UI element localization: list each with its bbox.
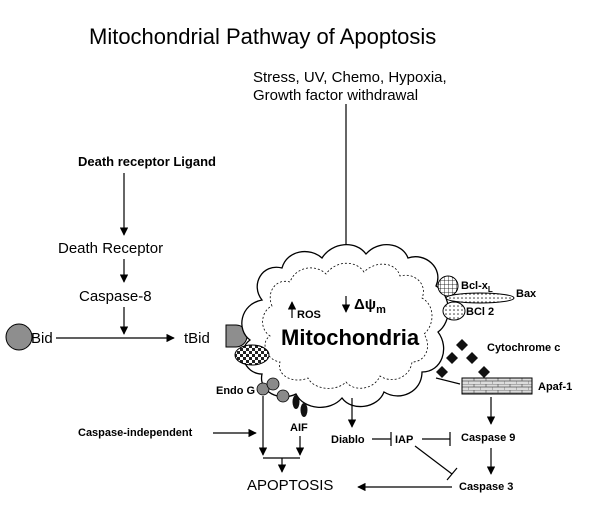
apoptosis-label: APOPTOSIS xyxy=(247,477,333,494)
diagram-title: Mitochondrial Pathway of Apoptosis xyxy=(89,24,436,49)
mitochondria-inner-membrane xyxy=(262,262,433,389)
aif-label: AIF xyxy=(290,422,308,434)
bax-label: Bax xyxy=(516,288,537,300)
cytochrome-c-to-apaf-1 xyxy=(435,377,461,385)
bcl2-shape xyxy=(442,301,466,321)
stimuli-line-1: Stress, UV, Chemo, Hypoxia, xyxy=(253,69,447,86)
aif-shapes xyxy=(292,395,308,417)
bclxl-label: Bcl-xL xyxy=(461,280,493,294)
stimuli-line-2: Growth factor withdrawal xyxy=(253,87,418,104)
caspase-3-label: Caspase 3 xyxy=(459,481,513,493)
bid-shape xyxy=(5,323,33,351)
iap-inhibits-caspase-3 xyxy=(414,445,453,475)
bid-label: Bid xyxy=(31,330,53,347)
bcl2-label: BCl 2 xyxy=(466,306,494,318)
death-receptor-ligand-label: Death receptor Ligand xyxy=(78,154,216,169)
tbid-pore-shape xyxy=(234,344,270,366)
delta-psi-label: Δψm xyxy=(354,296,386,316)
endo-g-shapes xyxy=(256,377,290,403)
iap-inhibits-caspase-3-bar xyxy=(446,467,458,481)
diablo-label: Diablo xyxy=(331,434,365,446)
caspase-independent-label: Caspase-independent xyxy=(78,427,193,439)
bax-shape xyxy=(445,292,515,304)
cytochrome-c-label: Cytochrome c xyxy=(487,342,560,354)
cytochrome-c-shapes xyxy=(436,339,490,378)
apaf-1-label: Apaf-1 xyxy=(538,381,572,393)
mitochondria-cloud xyxy=(241,244,449,408)
iap-label: IAP xyxy=(395,434,413,446)
mitochondria-label: Mitochondria xyxy=(281,325,420,350)
endo-g-label: Endo G xyxy=(216,385,255,397)
tbid-label: tBid xyxy=(184,330,210,347)
caspase-9-label: Caspase 9 xyxy=(461,432,515,444)
apaf-1-shape xyxy=(461,377,533,395)
ros-label: ROS xyxy=(297,309,321,321)
bclxl-shape xyxy=(437,275,459,297)
death-receptor-label: Death Receptor xyxy=(58,240,163,257)
caspase-8-label: Caspase-8 xyxy=(79,288,152,305)
